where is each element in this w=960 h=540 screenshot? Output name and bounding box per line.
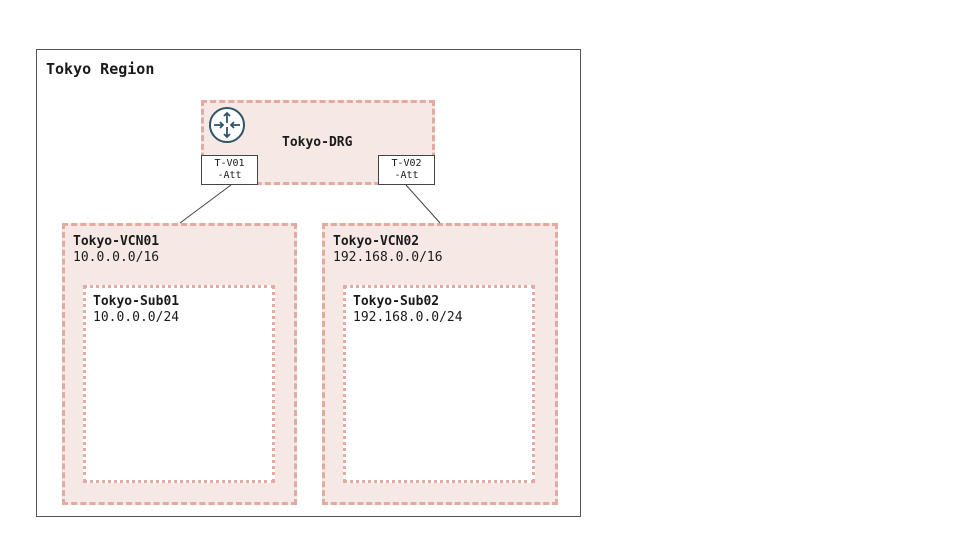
vcn02-title: Tokyo-VCN02 xyxy=(333,234,420,249)
attachment-label-line1: T-V01 xyxy=(214,158,245,169)
subnet02-cidr: 192.168.0.0/24 xyxy=(353,310,463,325)
subnet01-title: Tokyo-Sub01 xyxy=(93,294,180,309)
region-title: Tokyo Region xyxy=(46,60,155,78)
router-icon xyxy=(208,106,246,144)
attachment-label-line1: T-V02 xyxy=(391,158,422,169)
drg-title: Tokyo-DRG xyxy=(282,135,353,150)
vcn02-cidr: 192.168.0.0/16 xyxy=(333,250,443,265)
subnet01-cidr: 10.0.0.0/24 xyxy=(93,310,180,325)
vcn01-cidr: 10.0.0.0/16 xyxy=(73,250,160,265)
vcn01-title: Tokyo-VCN01 xyxy=(73,234,160,249)
attachment-label-line2: -Att xyxy=(217,170,242,181)
drg-attachment-vcn01[interactable]: T-V01 -Att xyxy=(201,155,258,185)
attachment-label-line2: -Att xyxy=(394,170,419,181)
drg-attachment-vcn02[interactable]: T-V02 -Att xyxy=(378,155,435,185)
subnet02-title: Tokyo-Sub02 xyxy=(353,294,440,309)
subnet01-container[interactable] xyxy=(83,285,275,483)
subnet02-container[interactable] xyxy=(343,285,535,483)
